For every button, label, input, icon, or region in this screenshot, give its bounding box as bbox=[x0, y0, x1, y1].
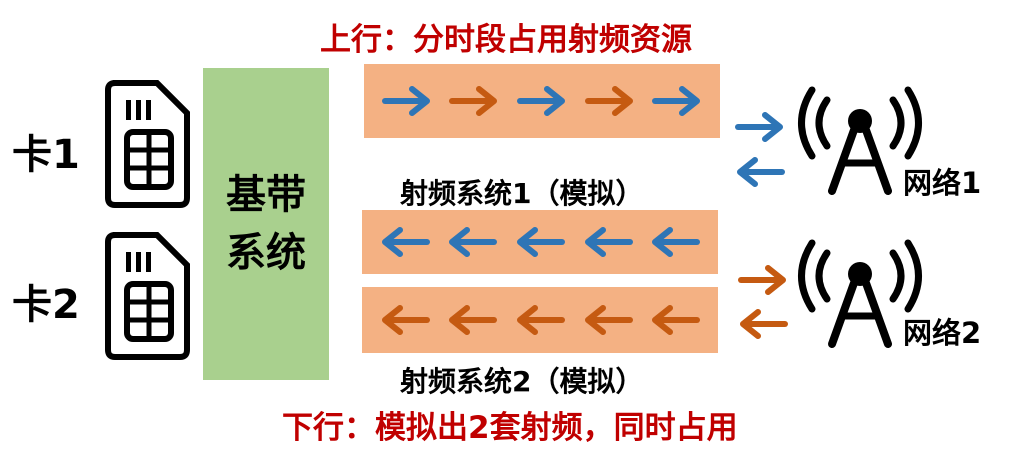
rf1-downlink-band bbox=[362, 210, 718, 274]
arrow-left-orange bbox=[584, 305, 633, 335]
arrow-right-blue bbox=[381, 86, 430, 116]
sim-card-1-label: 卡1 bbox=[12, 132, 80, 178]
network-2-label: 网络2 bbox=[903, 316, 982, 350]
rf-system-2-label: 射频系统2（模拟） bbox=[400, 365, 644, 398]
uplink-title: 上行：分时段占用射频资源 bbox=[320, 22, 692, 58]
network1-uplink-arrow bbox=[735, 112, 785, 142]
uplink-band bbox=[364, 64, 720, 138]
sim-card-icon bbox=[105, 232, 190, 360]
cell-tower-icon bbox=[795, 238, 925, 350]
network2-uplink-arrow bbox=[738, 265, 788, 295]
baseband-label-line2: 系统 bbox=[226, 230, 306, 276]
network1-downlink-arrow bbox=[735, 157, 785, 187]
arrow-left-blue bbox=[449, 227, 498, 257]
rf-system-1-label: 射频系统1（模拟） bbox=[400, 177, 644, 210]
arrow-right-orange bbox=[584, 86, 633, 116]
arrow-left-orange bbox=[381, 305, 430, 335]
network2-downlink-arrow bbox=[738, 309, 788, 339]
sim-card-icon bbox=[105, 80, 190, 208]
arrow-left-orange bbox=[516, 305, 565, 335]
arrow-left-orange bbox=[652, 305, 701, 335]
arrow-left-blue bbox=[584, 227, 633, 257]
cell-tower-icon bbox=[795, 85, 925, 197]
network-1-label: 网络1 bbox=[903, 166, 982, 200]
arrow-right-blue bbox=[652, 86, 701, 116]
arrow-right-blue bbox=[516, 86, 565, 116]
arrow-left-blue bbox=[381, 227, 430, 257]
sim-card-2-label: 卡2 bbox=[12, 282, 80, 328]
arrow-left-blue bbox=[652, 227, 701, 257]
arrow-left-orange bbox=[449, 305, 498, 335]
baseband-system: 基带 系统 bbox=[203, 68, 329, 380]
arrow-left-blue bbox=[516, 227, 565, 257]
baseband-label-line1: 基带 bbox=[226, 172, 306, 218]
downlink-title: 下行：模拟出2套射频，同时占用 bbox=[282, 410, 738, 446]
arrow-right-orange bbox=[449, 86, 498, 116]
rf2-downlink-band bbox=[362, 287, 718, 353]
